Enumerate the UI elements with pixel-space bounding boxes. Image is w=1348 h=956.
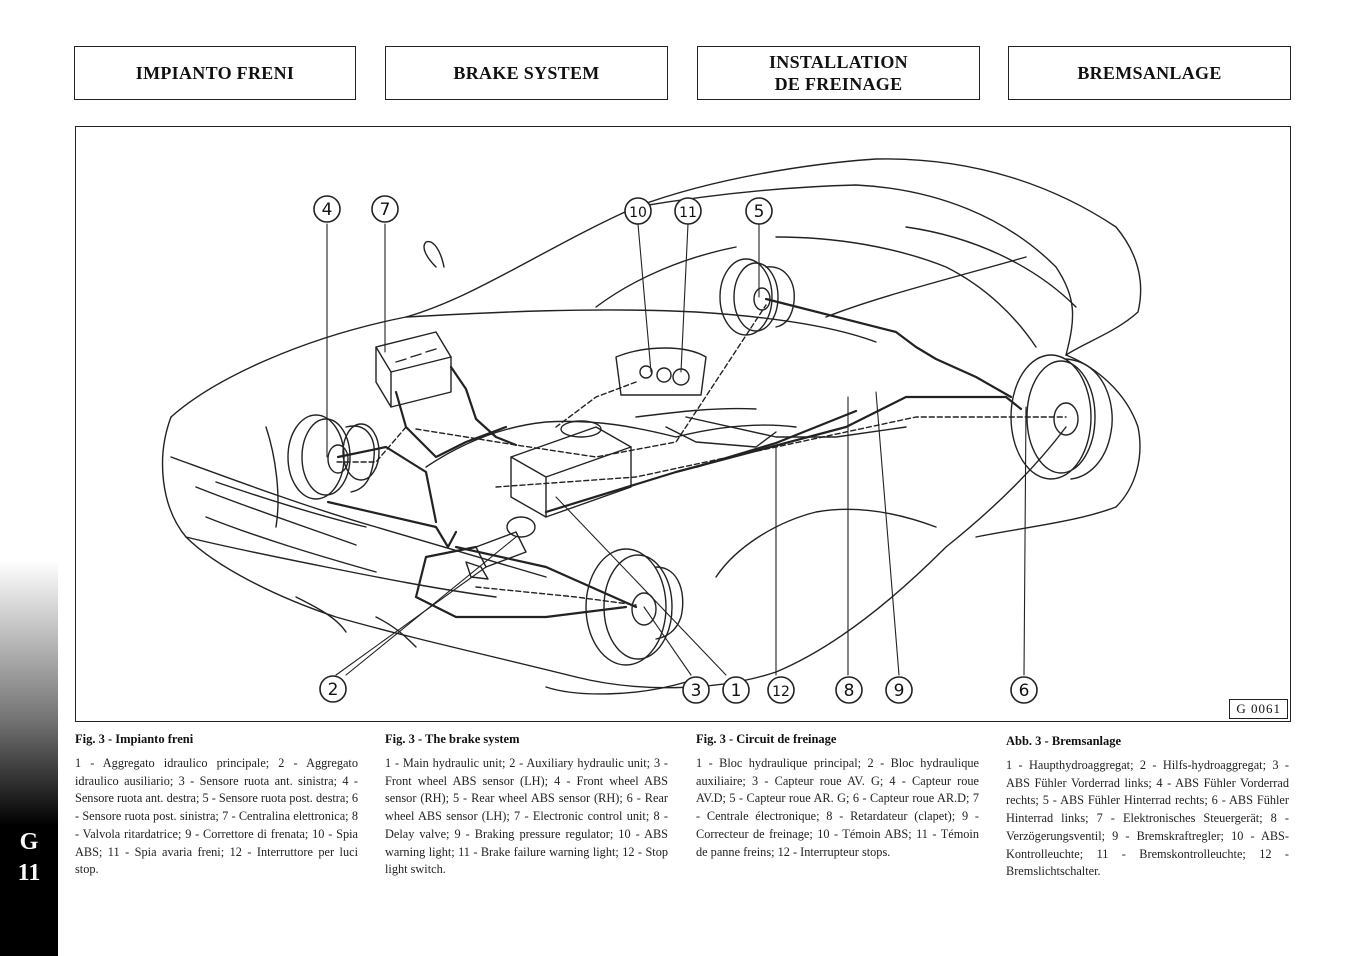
callout-11: 11 [674,197,702,225]
caption-it-title: Fig. 3 - Impianto freni [75,732,194,746]
header-it-text: IMPIANTO FRENI [135,63,295,83]
side-tab-letter: G [19,829,39,855]
header-it: IMPIANTO FRENI [74,46,356,100]
callout-12: 12 [767,676,795,704]
figure-code: G 0061 [1229,699,1288,719]
callout-circle [835,676,863,704]
caption-de: Abb. 3 - Bremsanlage 1 - Haupthydroaggre… [1006,734,1289,881]
caption-it: Fig. 3 - Impianto freni 1 - Aggregato id… [75,732,358,879]
callout-5: 5 [745,197,773,225]
header-fr: INSTALLATION DE FREINAGE [697,46,980,100]
callout-label: 6 [1019,681,1030,701]
side-tab-number: 11 [17,860,41,886]
callout-3: 3 [682,676,710,704]
side-tab: G 11 [0,826,58,956]
callout-label: 3 [691,681,702,701]
callout-2: 2 [319,675,347,703]
callout-circle [674,197,702,225]
side-tab-gradient [0,560,58,826]
caption-en-body: 1 - Main hydraulic unit; 2 - Auxiliary h… [385,756,668,877]
header-en-text: BRAKE SYSTEM [453,63,600,83]
callout-1: 1 [722,676,750,704]
callout-circle [682,676,710,704]
caption-fr-title: Fig. 3 - Circuit de freinage [696,732,837,746]
callout-4: 4 [313,195,341,223]
ecu-unit [375,331,452,408]
hydraulic-unit-main [510,420,632,518]
callout-circle [371,195,399,223]
callout-circle [319,675,347,703]
front-wheel-lh [545,548,687,695]
callout-label: 12 [772,684,790,700]
callout-label: 10 [629,205,647,221]
header-en: BRAKE SYSTEM [385,46,668,100]
callout-circle [1010,676,1038,704]
caption-en: Fig. 3 - The brake system 1 - Main hydra… [385,732,668,879]
rear-wheel-rh [719,258,795,336]
caption-fr-body: 1 - Bloc hydraulique principal; 2 - Bloc… [696,756,979,859]
brake-lines [326,297,1023,619]
caption-fr: Fig. 3 - Circuit de freinage 1 - Bloc hy… [696,732,979,861]
callout-label: 9 [894,681,905,701]
callout-circle [313,195,341,223]
front-wheel-rh [287,414,380,500]
callout-circle [745,197,773,225]
callout-label: 2 [328,680,339,700]
dash-warning-lights [615,347,707,396]
rear-wheel-lh [1010,354,1113,480]
caption-en-title: Fig. 3 - The brake system [385,732,520,746]
caption-it-body: 1 - Aggregato idraulico principale; 2 - … [75,756,358,877]
callout-label: 8 [844,681,855,701]
leader-lines [326,223,1027,676]
header-de-text: BREMSANLAGE [1077,63,1222,83]
callout-circle [624,197,652,225]
callout-label: 5 [754,202,765,222]
caption-de-title: Abb. 3 - Bremsanlage [1006,734,1122,748]
callout-9: 9 [885,676,913,704]
header-fr-text: INSTALLATION DE FREINAGE [769,52,908,94]
callout-7: 7 [371,195,399,223]
hydraulic-unit-aux [465,516,536,580]
callout-6: 6 [1010,676,1038,704]
header-de: BREMSANLAGE [1008,46,1291,100]
callout-8: 8 [835,676,863,704]
callout-label: 4 [322,200,333,220]
callout-circle [885,676,913,704]
car-body-outline [161,158,1142,689]
callout-circle [722,676,750,704]
callout-circle [767,676,795,704]
callout-10: 10 [624,197,652,225]
callout-label: 7 [380,200,391,220]
callout-label: 1 [731,681,742,701]
callout-label: 11 [679,205,697,221]
caption-de-body: 1 - Haupthydroaggregat; 2 - Hilfs-hydroa… [1006,758,1289,879]
